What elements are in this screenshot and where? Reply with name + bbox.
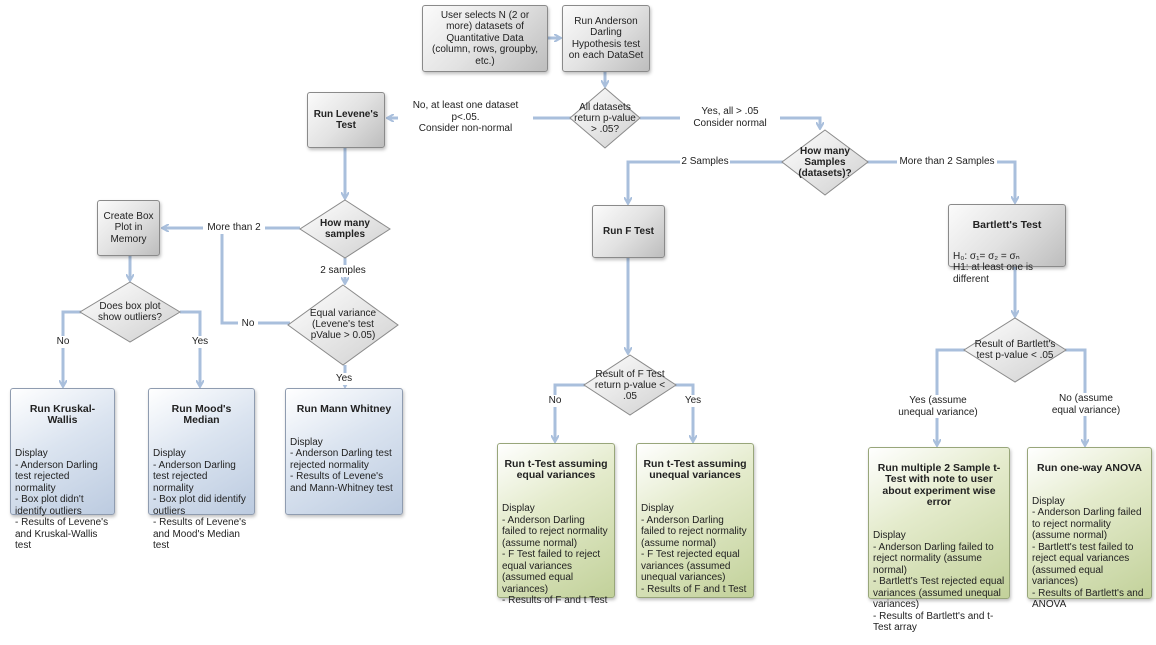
levene-text: Run Levene's Test (313, 108, 379, 132)
mood-title: Run Mood's Median (171, 402, 232, 426)
anova-title: Run one-way ANOVA (1036, 461, 1142, 474)
t-equal-title: Run t-Test assuming equal variances (504, 457, 608, 481)
label-non-normal: No, at least one dataset p<.05. Consider… (398, 100, 533, 135)
edge-outliers-yes (180, 310, 200, 386)
box-plot-text: Create Box Plot in Memory (103, 210, 154, 245)
kruskal-body: Display - Anderson Darling test rejected… (15, 448, 109, 551)
label-more-than-two-samples: More than 2 Samples (897, 156, 997, 168)
decision-how-many-samples (299, 199, 391, 259)
label-bartlett-yes: Yes (assume unequal variance) (898, 395, 978, 418)
how-many-samples-normal-text: How many Samples (datasets)? (798, 145, 852, 179)
edge-f-yes (675, 383, 693, 441)
decision-all-normal (569, 87, 641, 149)
mann-title: Run Mann Whitney (296, 402, 392, 415)
t-equal-body: Display - Anderson Darling failed to rej… (502, 503, 608, 606)
label-ev-no: No (238, 318, 258, 330)
kruskal-wallis-box: Run Kruskal-Wallis Display - Anderson Da… (10, 388, 115, 551)
edge-f-no (555, 383, 585, 441)
bartlett-title: Bartlett's Test (972, 218, 1042, 231)
start-text: User selects N (2 or more) datasets of Q… (432, 9, 538, 67)
label-two-samples-lower: 2 samples (316, 265, 370, 277)
decision-equal-variance (287, 284, 399, 366)
how-many-samples-text: How many samples (319, 218, 370, 240)
moods-median-box: Run Mood's Median Display - Anderson Dar… (148, 388, 255, 551)
box-plot-box: Create Box Plot in Memory (97, 200, 160, 256)
start-box: User selects N (2 or more) datasets of Q… (422, 5, 548, 72)
t-unequal-body: Display - Anderson Darling failed to rej… (641, 503, 747, 595)
label-bartlett-no: No (assume equal variance) (1050, 393, 1122, 416)
edge-outliers-no (63, 310, 82, 386)
t-unequal-title: Run t-Test assuming unequal variances (643, 457, 747, 481)
t-test-equal-box: Run t-Test assuming equal variances Disp… (497, 443, 615, 606)
bartlett-box: Bartlett's Test H₀: σ₁= σ₂ = σₙ H1: at l… (948, 204, 1066, 285)
decision-outliers (79, 281, 181, 343)
kruskal-title: Run Kruskal-Wallis (29, 402, 96, 426)
decision-f-result (583, 354, 677, 416)
levene-box: Run Levene's Test (307, 92, 385, 148)
anderson-darling-box: Run Anderson Darling Hypothesis test on … (562, 5, 650, 72)
all-normal-text: All datasets return p-value > .05? (574, 101, 636, 135)
t-test-unequal-box: Run t-Test assuming unequal variances Di… (636, 443, 754, 598)
label-more-than-two: More than 2 (203, 222, 265, 234)
bartlett-body: H₀: σ₁= σ₂ = σₙ H1: at least one is diff… (953, 250, 1034, 285)
label-ev-yes: Yes (333, 373, 355, 385)
label-f-yes: Yes (682, 395, 704, 407)
edge-ev-no (220, 232, 290, 325)
edge-more-than-two-samples (865, 160, 1015, 202)
label-outliers-no: No (53, 336, 73, 348)
multi-t-body: Display - Anderson Darling failed to rej… (873, 530, 1005, 633)
equal-variance-text: Equal variance (Levene's test pValue > 0… (309, 307, 377, 341)
edge-two-samples (628, 160, 785, 203)
mann-whitney-box: Run Mann Whitney Display - Anderson Darl… (285, 388, 403, 515)
anderson-darling-text: Run Anderson Darling Hypothesis test on … (568, 15, 644, 62)
bartlett-result-text: Result of Bartlett's test p-value < .05 (974, 339, 1056, 361)
outliers-text: Does box plot show outliers? (98, 301, 162, 323)
decision-how-many-samples-normal (781, 129, 869, 196)
f-test-text: Run F Test (603, 225, 654, 237)
label-normal: Yes, all > .05 Consider normal (680, 106, 780, 129)
label-two-samples: 2 Samples (680, 156, 730, 168)
mood-body: Display - Anderson Darling test rejected… (153, 448, 247, 551)
multiple-t-test-box: Run multiple 2 Sample t-Test with note t… (868, 447, 1010, 633)
f-result-text: Result of F Test return p-value < .05 (594, 368, 666, 402)
anova-body: Display - Anderson Darling failed to rej… (1032, 495, 1144, 611)
label-f-no: No (545, 395, 565, 407)
multi-t-title: Run multiple 2 Sample t-Test with note t… (877, 461, 1001, 508)
f-test-box: Run F Test (592, 205, 665, 258)
label-outliers-yes: Yes (189, 336, 211, 348)
anova-box: Run one-way ANOVA Display - Anderson Dar… (1027, 447, 1152, 610)
decision-bartlett-result (963, 317, 1067, 383)
mann-body: Display - Anderson Darling test rejected… (290, 436, 393, 494)
